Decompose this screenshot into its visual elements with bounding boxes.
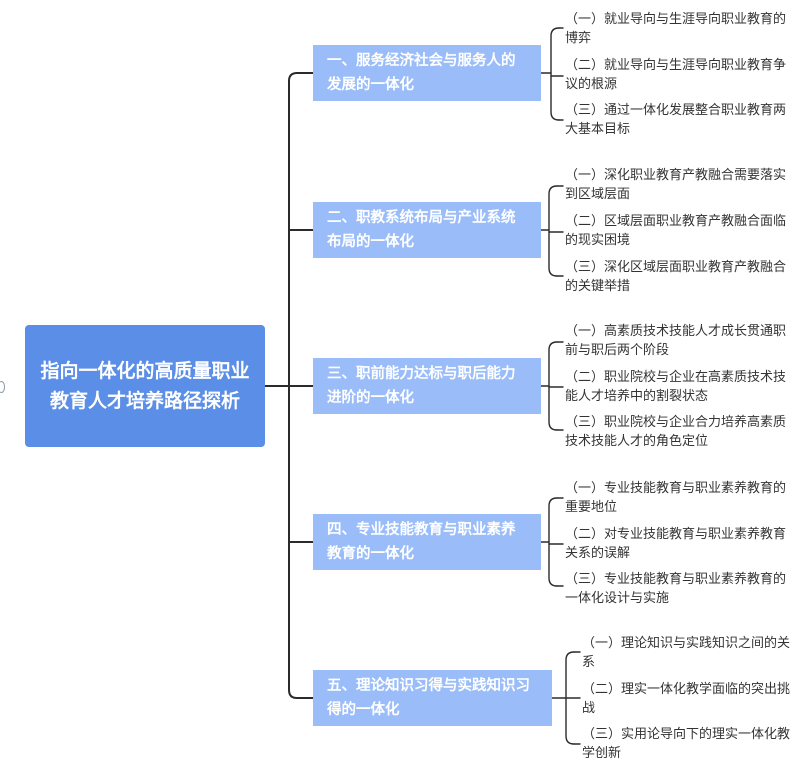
leaf-node[interactable]: （二）理实一体化教学面临的突出挑战 <box>582 682 791 716</box>
leaf-node[interactable]: （三）深化区域层面职业教育产教融合的关键举措 <box>565 260 787 294</box>
branch-title: 一、服务经济社会与服务人的发展的一体化 <box>327 53 516 93</box>
leaf-node[interactable]: （一）高素质技术技能人才成长贯通职前与职后两个阶段 <box>565 324 787 358</box>
collapse-handle-icon[interactable] <box>0 381 5 393</box>
leaf-node[interactable]: （二）职业院校与企业在高素质技术技能人才培养中的割裂状态 <box>565 370 787 404</box>
branch-node-5[interactable]: 五、理论知识习得与实践知识习得的一体化 <box>313 670 552 726</box>
branch-title: 三、职前能力达标与职后能力进阶的一体化 <box>327 366 516 406</box>
branch-title: 四、专业技能教育与职业素养教育的一体化 <box>327 522 516 562</box>
root-node[interactable]: 指向一体化的高质量职业教育人才培养路径探析 <box>25 325 265 447</box>
branch-title: 五、理论知识习得与实践知识习得的一体化 <box>327 678 530 718</box>
branch-node-1[interactable]: 一、服务经济社会与服务人的发展的一体化 <box>313 45 541 101</box>
leaf-node[interactable]: （一）深化职业教育产教融合需要落实到区域层面 <box>565 168 787 202</box>
leaf-node[interactable]: （三）专业技能教育与职业素养教育的一体化设计与实施 <box>565 572 787 606</box>
leaf-node[interactable]: （二）区域层面职业教育产教融合面临的现实困境 <box>565 214 787 248</box>
leaf-node[interactable]: （二）就业导向与生涯导向职业教育争议的根源 <box>565 58 787 92</box>
leaf-node[interactable]: （三）职业院校与企业合力培养高素质技术技能人才的角色定位 <box>565 415 787 449</box>
leaf-node[interactable]: （三）实用论导向下的理实一体化教学创新 <box>582 727 791 761</box>
leaf-node[interactable]: （二）对专业技能教育与职业素养教育关系的误解 <box>565 527 787 561</box>
leaf-node[interactable]: （一）理论知识与实践知识之间的关系 <box>582 636 791 670</box>
leaf-node[interactable]: （一）专业技能教育与职业素养教育的重要地位 <box>565 481 787 515</box>
branch-node-3[interactable]: 三、职前能力达标与职后能力进阶的一体化 <box>313 358 541 414</box>
branch-node-2[interactable]: 二、职教系统布局与产业系统布局的一体化 <box>313 202 541 258</box>
leaf-node[interactable]: （一）就业导向与生涯导向职业教育的博弈 <box>565 12 787 46</box>
branch-title: 二、职教系统布局与产业系统布局的一体化 <box>327 210 516 250</box>
branch-node-4[interactable]: 四、专业技能教育与职业素养教育的一体化 <box>313 514 541 570</box>
root-title: 指向一体化的高质量职业教育人才培养路径探析 <box>40 360 250 412</box>
leaf-node[interactable]: （三）通过一体化发展整合职业教育两大基本目标 <box>565 103 787 137</box>
